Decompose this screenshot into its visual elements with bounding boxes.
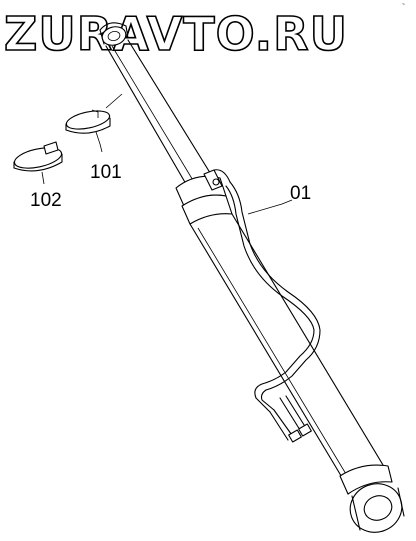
callout-102: 102 (30, 190, 62, 211)
leader-101-to-rod (105, 93, 123, 109)
part-102-ring (13, 141, 63, 172)
piston-rod (99, 22, 213, 185)
part-101-ring (65, 109, 111, 134)
cylinder-bottom-eye (349, 483, 405, 533)
callout-01: 01 (290, 183, 311, 204)
callout-101: 101 (90, 162, 122, 183)
cylinder-tube (189, 213, 393, 495)
cylinder-head (175, 169, 233, 225)
hydraulic-pipe (225, 181, 321, 443)
leader-101 (95, 131, 103, 153)
leader-01 (247, 199, 293, 215)
watermark-text: ZURAVTO.RU (4, 7, 348, 61)
leader-102 (41, 171, 45, 185)
corner-mark: ~ (402, 2, 405, 8)
